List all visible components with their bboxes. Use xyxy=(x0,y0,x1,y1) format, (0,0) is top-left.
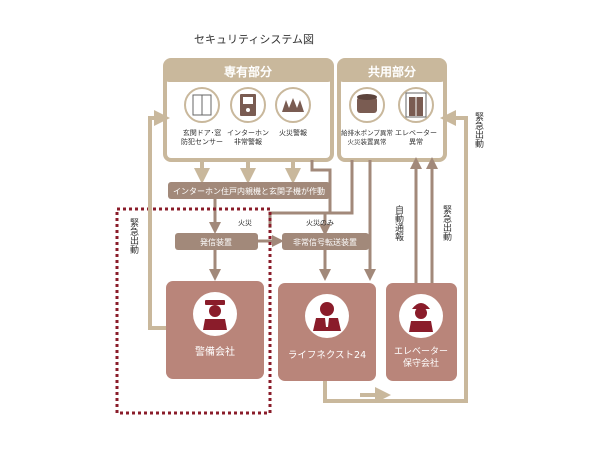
private-item-1-line2: 防犯センサー xyxy=(181,137,223,146)
transmitter-box: 発信装置 xyxy=(175,233,258,250)
svg-text:発信装置: 発信装置 xyxy=(200,237,232,247)
fire-label: 火災 xyxy=(238,219,252,227)
svg-text:非常信号転送装置: 非常信号転送装置 xyxy=(293,237,357,247)
emergency-transfer-box: 非常信号転送装置 xyxy=(282,233,369,250)
private-item-3-line1: 火災警報 xyxy=(279,128,307,137)
intercom-icon xyxy=(230,87,266,123)
fire-line-private xyxy=(268,160,332,228)
private-section: 専有部分 玄関ドア･窓 防犯センサー インターホン 非常警報 火災警報 xyxy=(163,58,334,162)
security-company-box: 警備会社 xyxy=(166,281,264,379)
dispatch-label-2: 緊急出動 xyxy=(441,205,452,242)
dispatch-label-3: 緊急出動 xyxy=(473,112,484,149)
elevator-company-line2: 保守会社 xyxy=(403,357,439,369)
lifenext-label: ライフネクスト24 xyxy=(288,350,366,361)
fire-only-line xyxy=(319,160,354,236)
private-item-2-line2: 非常警報 xyxy=(234,137,262,146)
bottom-connector xyxy=(323,380,448,403)
guard-icon xyxy=(203,300,227,330)
security-company-label: 警備会社 xyxy=(195,345,235,358)
dispatch-label-1: 緊急出動 xyxy=(128,218,139,255)
common-item-2-line1: エレベーター xyxy=(395,128,437,137)
private-item-1-line1: 玄関ドア･窓 xyxy=(183,128,222,137)
common-item-1-line2: 火災装置異常 xyxy=(348,137,387,146)
door-window-icon xyxy=(184,87,220,123)
diagram-title: セキュリティシステム図 xyxy=(194,33,314,46)
worker-icon xyxy=(409,303,433,332)
svg-text:インターホン住戸内親機と玄関子機が作動: インターホン住戸内親機と玄関子機が作動 xyxy=(173,186,325,196)
elevator-company-line1: エレベーター xyxy=(394,346,448,357)
dispatch-outer-line xyxy=(440,110,468,403)
intercom-bar: インターホン住戸内親機と玄関子機が作動 xyxy=(168,182,330,199)
elevator-icon xyxy=(398,87,434,123)
lifenext-box: ライフネクスト24 xyxy=(278,283,376,381)
building-boundary xyxy=(115,207,272,415)
elevator-company-box: エレベーター 保守会社 xyxy=(386,283,457,381)
common-section: 共用部分 給排水ポンプ異常 火災装置異常 エレベーター 異常 xyxy=(337,58,447,162)
water-tank-icon xyxy=(349,87,385,123)
common-header: 共用部分 xyxy=(368,64,416,79)
private-item-2-line1: インターホン xyxy=(227,128,269,137)
fire-alarm-icon xyxy=(275,87,311,123)
common-item-2-line2: 異常 xyxy=(409,137,423,146)
svg-text:緊急出動: 緊急出動 xyxy=(128,218,139,255)
private-header: 専有部分 xyxy=(224,64,272,79)
fire-only-label: 火災のみ xyxy=(306,219,334,227)
dispatch-security-line xyxy=(148,110,170,330)
staff-icon xyxy=(313,302,341,331)
auto-report-label: 自動通報 xyxy=(393,204,404,242)
common-item-1-line1: 給排水ポンプ異常 xyxy=(341,128,393,137)
